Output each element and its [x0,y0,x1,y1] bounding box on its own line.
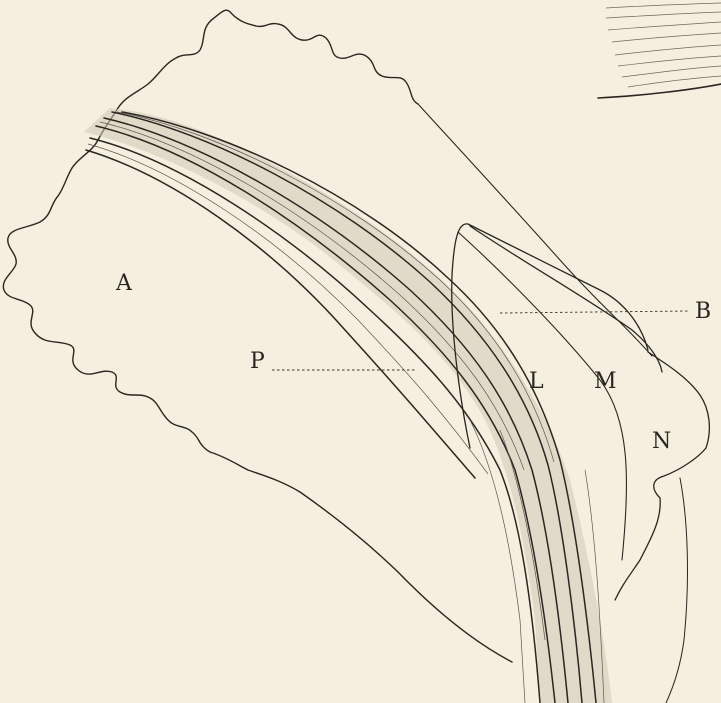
vein-bundle [84,108,612,703]
label-l: L [529,369,544,394]
label-n: N [652,429,671,454]
label-m: M [594,369,617,394]
leader-line-b [500,311,690,313]
label-b: B [695,299,711,324]
label-a: A [115,271,133,296]
corner-fragment [598,3,721,98]
label-p: P [250,349,265,374]
